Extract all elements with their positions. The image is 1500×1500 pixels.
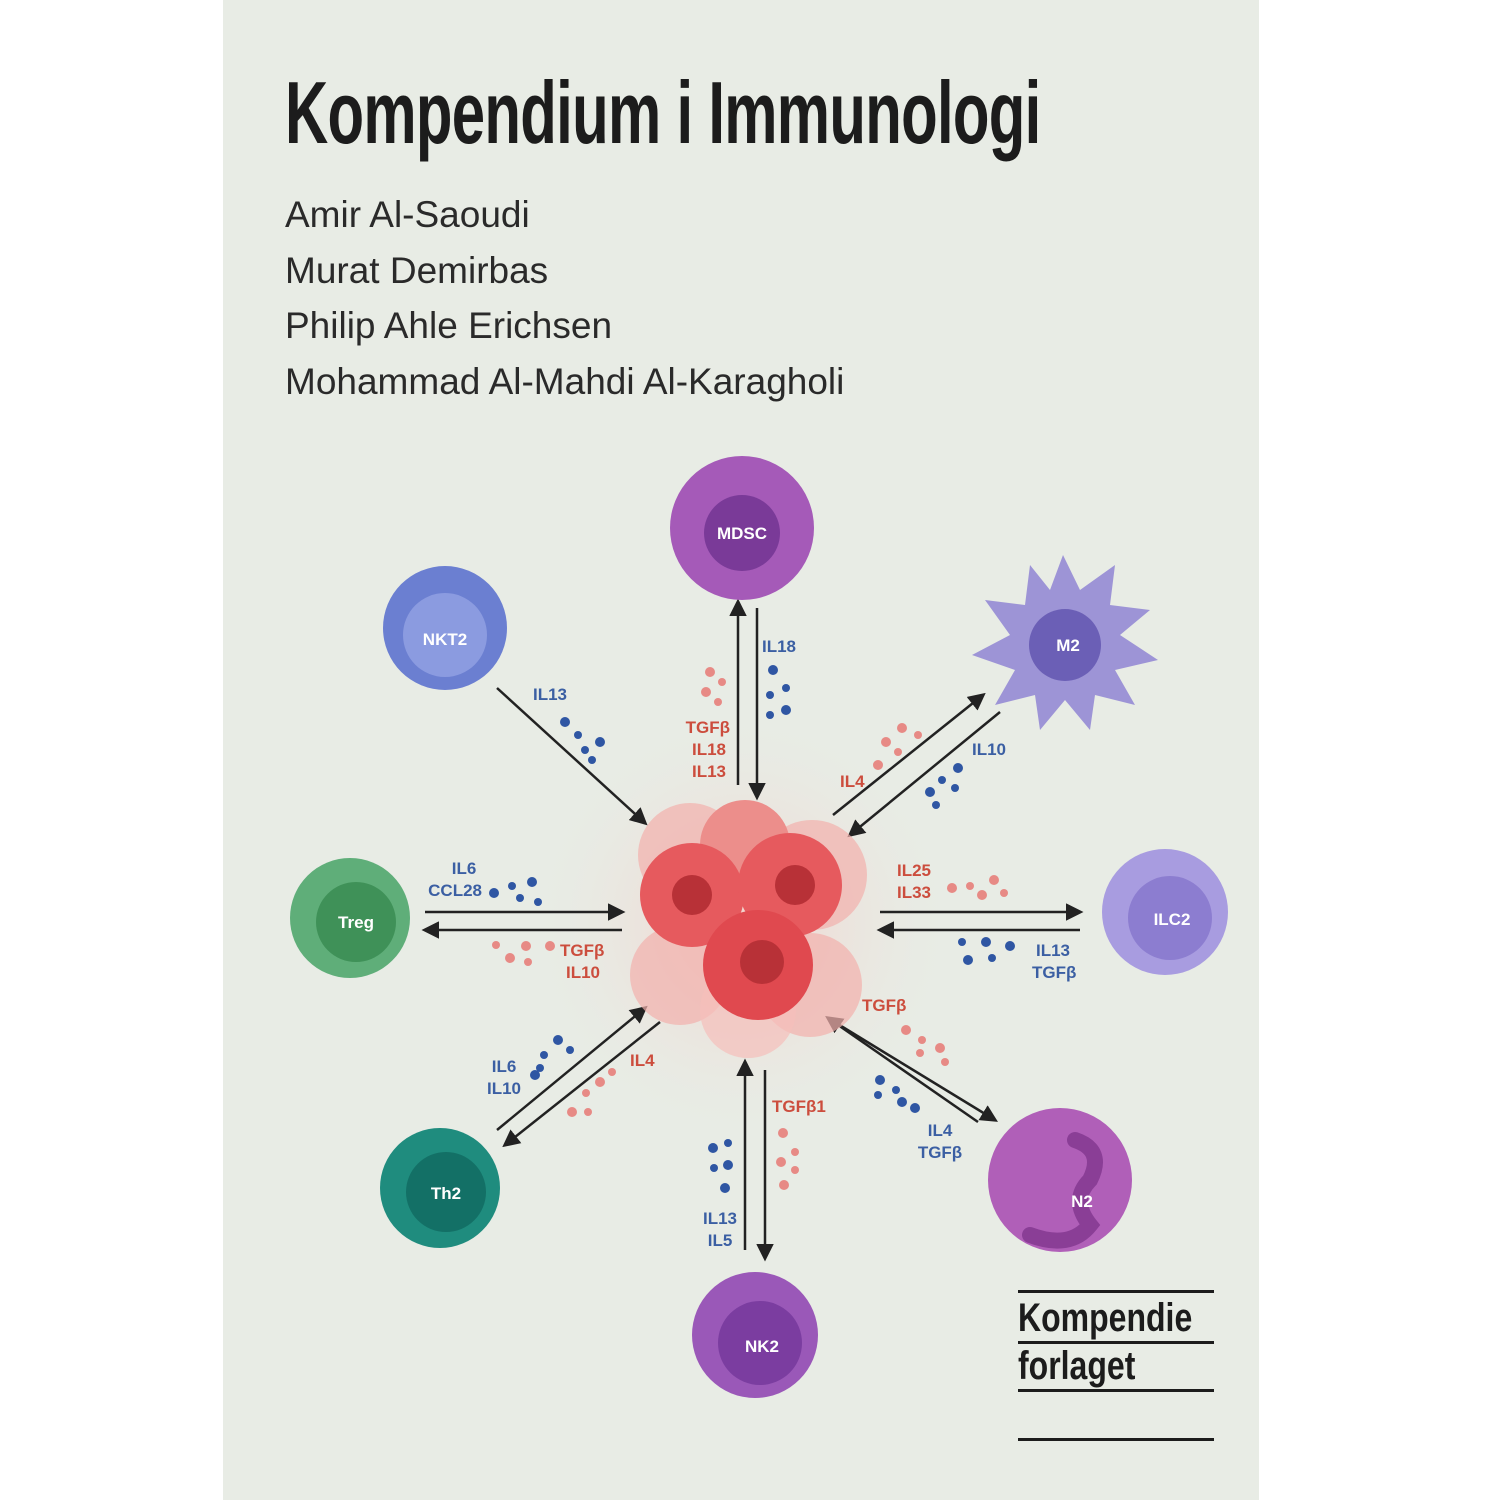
cell-label-n2: N2 (1071, 1192, 1093, 1211)
arrow-from-th2 (496, 1005, 648, 1131)
label-mdsc-out-1: TGFβ (686, 718, 730, 737)
label-nk2-in-1: IL13 (703, 1209, 737, 1228)
publisher-line-extra (1018, 1438, 1214, 1441)
label-th2-out: IL4 (630, 1051, 655, 1070)
label-m2-out: IL10 (972, 740, 1006, 759)
label-ilc2-out-2: IL33 (897, 883, 931, 902)
arrow-from-nkt2 (496, 687, 648, 826)
publisher-line-middle (1018, 1341, 1214, 1344)
label-nk2-in-2: IL5 (708, 1231, 733, 1250)
book-title: Kompendium i Immunologi (285, 63, 1041, 162)
label-mdsc-out-3: IL13 (692, 762, 726, 781)
cell-label-treg: Treg (338, 913, 374, 932)
label-treg-in-1: IL6 (452, 859, 477, 878)
label-n2-in-1: IL4 (928, 1121, 953, 1140)
cell-n2: N2 (988, 1108, 1132, 1252)
label-mdsc-out-2: IL18 (692, 740, 726, 759)
author-3: Philip Ahle Erichsen (285, 305, 613, 346)
label-nk2-out: TGFβ1 (772, 1097, 826, 1116)
cell-label-nkt2: NKT2 (423, 630, 467, 649)
label-mdsc-in: IL18 (762, 637, 796, 656)
label-m2-in: IL4 (840, 772, 865, 791)
publisher-line-bottom (1018, 1389, 1214, 1392)
arrow-to-m2 (832, 692, 986, 816)
label-th2-in-1: IL6 (492, 1057, 517, 1076)
cytokine-dots (489, 665, 1015, 1193)
label-n2-in-2: TGFβ (918, 1143, 962, 1162)
cell-th2: Th2 (380, 1128, 500, 1248)
cell-nk2: NK2 (692, 1272, 818, 1398)
cell-label-th2: Th2 (431, 1184, 461, 1203)
label-n2-out: TGFβ (862, 996, 906, 1015)
label-th2-in-2: IL10 (487, 1079, 521, 1098)
label-ilc2-out-1: IL25 (897, 861, 931, 880)
tumor-cell-cluster (630, 800, 867, 1058)
author-1: Amir Al-Saoudi (285, 194, 530, 235)
publisher-name-line2: forlaget (1018, 1344, 1136, 1388)
arrow-from-n2 (825, 1016, 979, 1124)
cell-label-mdsc: MDSC (717, 524, 767, 543)
label-treg-out-1: TGFβ (560, 941, 604, 960)
label-ilc2-in-2: TGFβ (1032, 963, 1076, 982)
label-ilc2-in-1: IL13 (1036, 941, 1070, 960)
arrow-to-th2 (502, 1021, 661, 1148)
cell-treg: Treg (290, 858, 410, 978)
publisher-name-line1: Kompendie (1018, 1296, 1193, 1340)
author-2: Murat Demirbas (285, 250, 549, 291)
cell-nkt2: NKT2 (383, 566, 507, 690)
publisher-line-top (1018, 1290, 1214, 1293)
cell-m2: M2 (972, 555, 1158, 730)
cell-label-ilc2: ILC2 (1154, 910, 1191, 929)
cell-ilc2: ILC2 (1102, 849, 1228, 975)
arrow-to-n2 (827, 1016, 998, 1122)
arrow-from-m2 (847, 711, 1001, 838)
arrows (421, 598, 1084, 1262)
label-treg-out-2: IL10 (566, 963, 600, 982)
cell-label-nk2: NK2 (745, 1337, 779, 1356)
author-4: Mohammad Al-Mahdi Al-Karagholi (285, 361, 845, 402)
label-treg-in-2: CCL28 (428, 881, 482, 900)
cell-label-m2: M2 (1056, 636, 1080, 655)
label-nkt2-in: IL13 (533, 685, 567, 704)
cell-mdsc: MDSC (670, 456, 814, 600)
